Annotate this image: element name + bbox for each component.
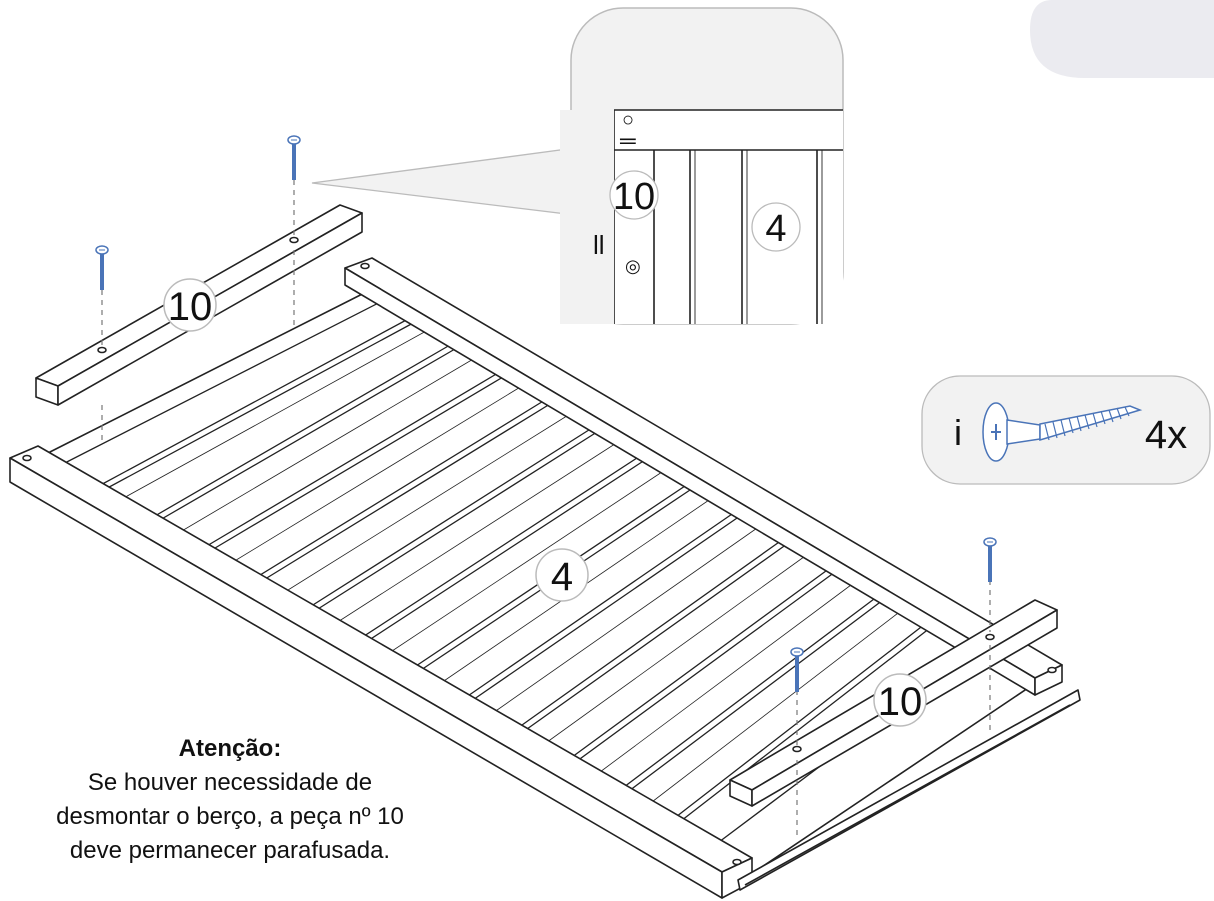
detail-target-mark: ◎	[625, 256, 641, 276]
attention-title: Atenção:	[178, 735, 282, 762]
attention-line-2: desmontar o berço, a peça nº 10	[56, 803, 404, 830]
page-corner-tab	[1030, 0, 1214, 78]
svg-text:10: 10	[613, 176, 655, 218]
screw-quantity: 4x	[1145, 413, 1187, 457]
screw-icon	[95, 135, 997, 692]
svg-text:10: 10	[168, 285, 213, 329]
label-part-4: 4	[535, 548, 589, 602]
screw-count-callout: i 4x	[921, 375, 1211, 485]
screw-icon	[982, 402, 1143, 462]
detail-parallel-mark: ll	[593, 230, 605, 260]
detail-equal-mark: ═	[619, 128, 636, 153]
detail-label-part-10: 10	[609, 170, 659, 220]
screw-guides	[101, 180, 991, 840]
svg-text:10: 10	[878, 680, 923, 724]
attention-line-1: Se houver necessidade de	[87, 769, 373, 796]
attention-note: Atenção: Se houver necessidade de desmon…	[0, 732, 460, 868]
detail-label-part-4: 4	[751, 202, 801, 252]
svg-text:4: 4	[765, 208, 786, 250]
svg-text:4: 4	[551, 555, 573, 599]
detail-circle-mark: ○	[622, 109, 634, 131]
label-part-10-left: 10	[163, 278, 217, 332]
attention-line-3: deve permanecer parafusada.	[69, 837, 391, 864]
detail-callout: ○ ═ ll ◎ 10 4	[311, 7, 844, 325]
label-part-10-right: 10	[873, 673, 927, 727]
info-mark: i	[954, 412, 962, 453]
